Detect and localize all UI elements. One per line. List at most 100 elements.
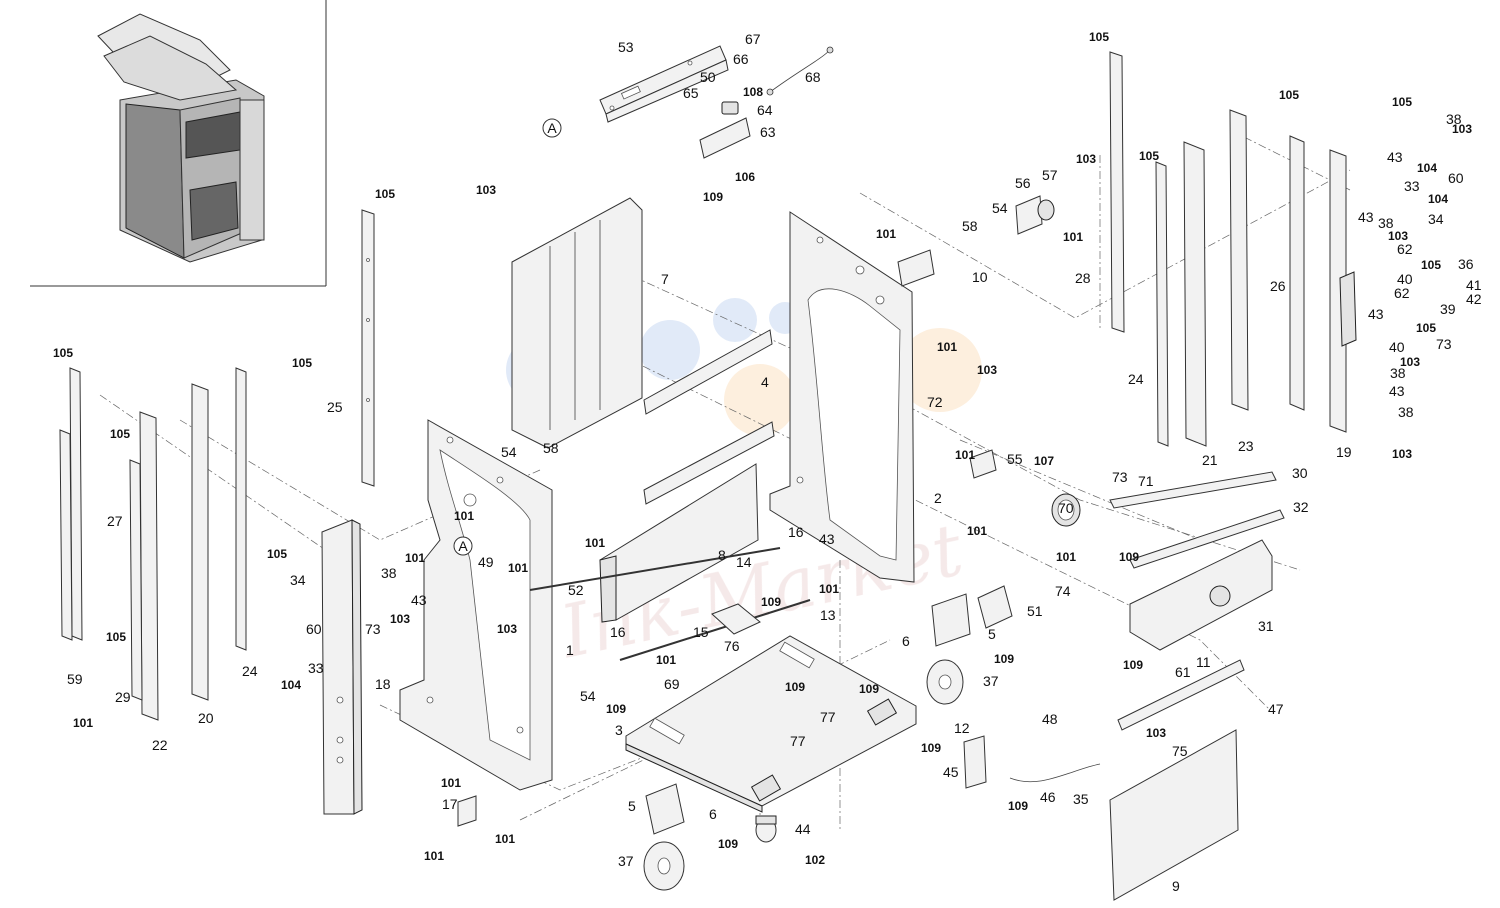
part-12-bracket	[963, 735, 987, 789]
part-20-rail	[191, 383, 209, 701]
part-label: 105	[1421, 258, 1441, 272]
part-label: 104	[1428, 192, 1448, 206]
part-51-bracket	[977, 585, 1013, 629]
part-5-caster-bracket-left	[645, 783, 685, 835]
part-label: 33	[308, 660, 324, 676]
part-label: 105	[110, 427, 130, 441]
part-label: 19	[1336, 444, 1352, 460]
part-label: 101	[819, 582, 839, 596]
part-label: 103	[1146, 726, 1166, 740]
part-32-bar	[1129, 509, 1285, 569]
part-label: 109	[785, 680, 805, 694]
finisher-unit-illustration	[97, 13, 265, 263]
part-label: 68	[805, 69, 821, 85]
part-label: 58	[962, 218, 978, 234]
part-label: 65	[683, 85, 699, 101]
part-label: 10	[972, 269, 988, 285]
part-label: 101	[73, 716, 93, 730]
part-30-bar	[1109, 471, 1277, 509]
part-label: 46	[1040, 789, 1056, 805]
part-label: 63	[760, 124, 776, 140]
part-label: 109	[994, 652, 1014, 666]
part-label: 105	[1089, 30, 1109, 44]
part-label: 58	[543, 440, 559, 456]
part-label: 105	[1139, 149, 1159, 163]
part-label: 105	[106, 630, 126, 644]
part-label: 76	[724, 638, 740, 654]
part-37-wheel-bottom	[643, 841, 685, 891]
part-label: 67	[745, 31, 761, 47]
part-label: 71	[1138, 473, 1154, 489]
part-label: 2	[934, 490, 942, 506]
part-19-rail	[1329, 149, 1357, 433]
part-label: 74	[1055, 583, 1071, 599]
part-label: 101	[454, 509, 474, 523]
part-8-tray	[599, 463, 759, 623]
part-55-bracket	[969, 449, 997, 479]
part-label: 47	[1268, 701, 1284, 717]
part-label: 103	[977, 363, 997, 377]
part-label: 32	[1293, 499, 1309, 515]
part-label: 105	[1416, 321, 1436, 335]
part-label: 53	[618, 39, 634, 55]
part-label: 43	[1387, 149, 1403, 165]
part-label: 23	[1238, 438, 1254, 454]
part-label: 101	[405, 551, 425, 565]
part-label: 6	[709, 806, 717, 822]
part-label: 31	[1258, 618, 1274, 634]
part-label: 109	[859, 682, 879, 696]
part-label: 106	[735, 170, 755, 184]
part-21-rail	[1183, 141, 1207, 447]
part-label: 103	[1392, 447, 1412, 461]
part-label: 28	[1075, 270, 1091, 286]
part-label: 7	[661, 271, 669, 287]
part-label: 105	[267, 547, 287, 561]
part-label: 54	[580, 688, 596, 704]
part-label: 48	[1042, 711, 1058, 727]
part-label: 60	[1448, 170, 1464, 186]
part-18-post	[321, 519, 363, 815]
part-14-shaft	[529, 547, 781, 591]
part-label: 103	[1400, 355, 1420, 369]
part-label: 57	[1042, 167, 1058, 183]
part-label: 101	[508, 561, 528, 575]
part-label: 38	[1378, 215, 1394, 231]
part-label: 37	[983, 673, 999, 689]
part-76-plate	[711, 603, 761, 635]
part-label: 38	[381, 565, 397, 581]
part-5-caster-bracket-right	[931, 593, 971, 647]
part-7-rear-panel	[511, 197, 643, 449]
part-label: 103	[476, 183, 496, 197]
product-inset	[30, 0, 327, 287]
part-label: 22	[152, 737, 168, 753]
part-label: 43	[411, 592, 427, 608]
part-label: 101	[585, 536, 605, 550]
part-label: 16	[610, 624, 626, 640]
part-label: 59	[67, 671, 83, 687]
part-label: 102	[805, 853, 825, 867]
part-label: 101	[967, 524, 987, 538]
part-label: 50	[700, 69, 716, 85]
part-label: 35	[1073, 791, 1089, 807]
part-label: 103	[1076, 152, 1096, 166]
part-label: 49	[478, 554, 494, 570]
part-label: 105	[53, 346, 73, 360]
part-label: 61	[1175, 664, 1191, 680]
part-label: 73	[1112, 469, 1128, 485]
part-label: 105	[375, 187, 395, 201]
part-label: 64	[757, 102, 773, 118]
part-label: 105	[1392, 95, 1412, 109]
part-label: 34	[290, 572, 306, 588]
part-label: 34	[1428, 211, 1444, 227]
part-label: 1	[566, 642, 574, 658]
part-label: 62	[1394, 285, 1410, 301]
part-label: 5	[628, 798, 636, 814]
part-label: 21	[1202, 452, 1218, 468]
part-label: 55	[1007, 451, 1023, 467]
part-label: 101	[955, 448, 975, 462]
part-label: 109	[718, 837, 738, 851]
part-label: 77	[820, 709, 836, 725]
part-label: 43	[1368, 306, 1384, 322]
part-label: 52	[568, 582, 584, 598]
